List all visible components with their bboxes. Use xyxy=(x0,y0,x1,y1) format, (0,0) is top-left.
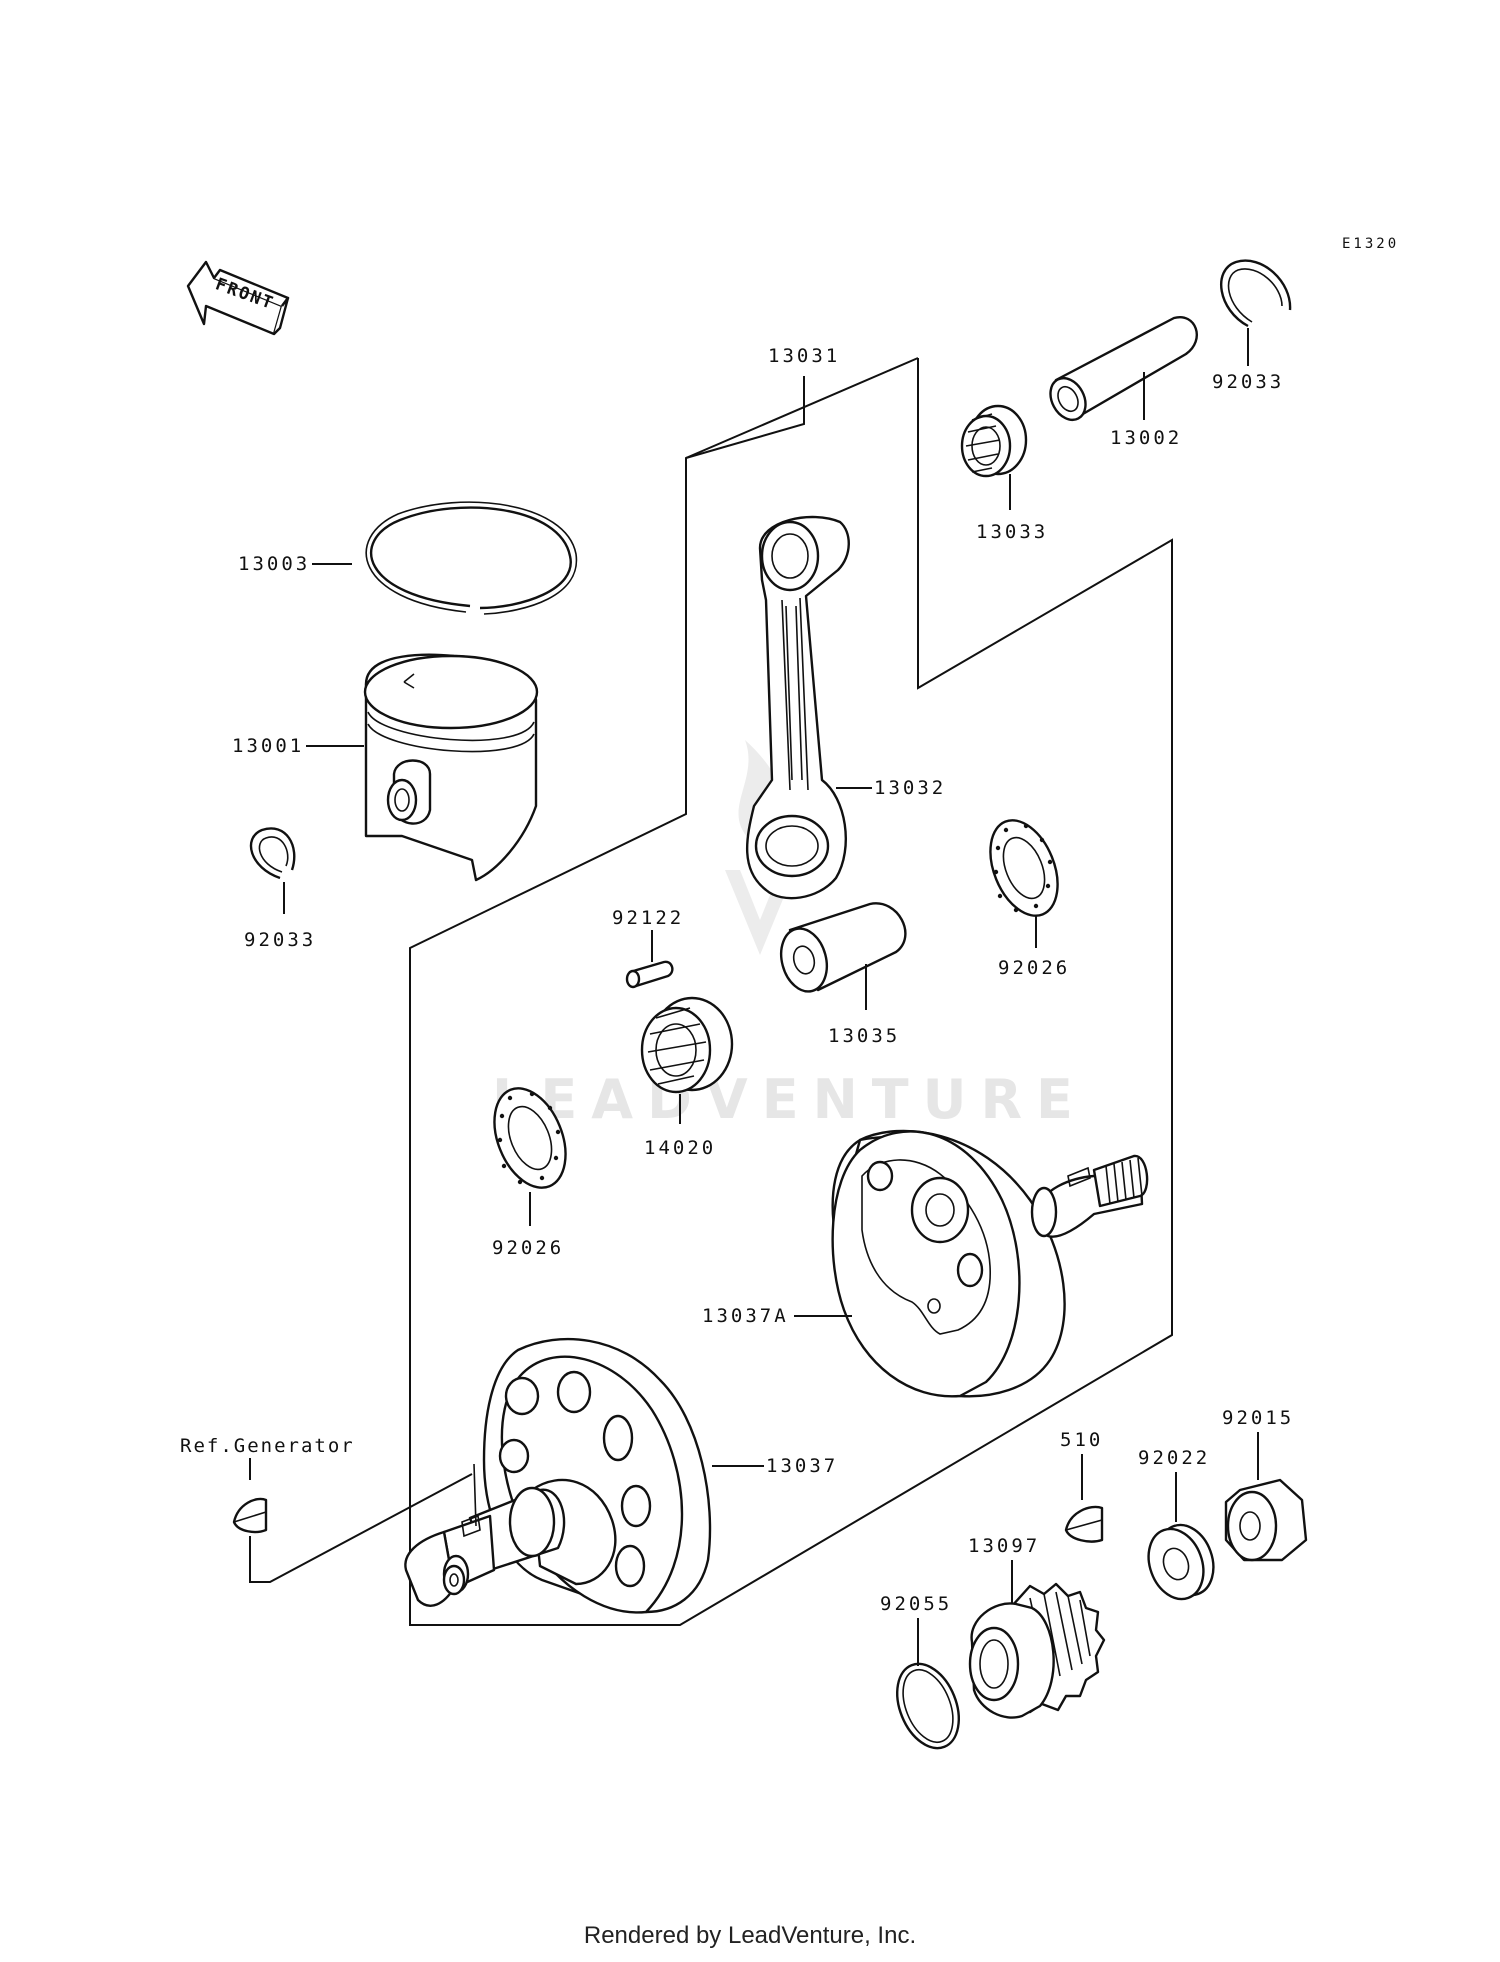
part-label-13035: 13035 xyxy=(828,1025,900,1047)
part-label-14020: 14020 xyxy=(644,1137,716,1159)
part-label-13097: 13097 xyxy=(968,1535,1040,1557)
ref-generator-label: Ref.Generator xyxy=(180,1435,355,1457)
small-end-bearing xyxy=(960,404,1028,478)
part-label-92122: 92122 xyxy=(612,907,684,929)
crankshaft-right xyxy=(831,1129,1149,1398)
part-label-13002: 13002 xyxy=(1110,427,1182,449)
nut xyxy=(1224,1478,1308,1562)
thrust-washer-right xyxy=(989,819,1059,917)
part-label-13001: 13001 xyxy=(232,735,304,757)
part-label-13037A: 13037A xyxy=(702,1305,789,1327)
part-label-13033: 13033 xyxy=(976,521,1048,543)
part-label-92033-top: 92033 xyxy=(1212,371,1284,393)
dowel-pin xyxy=(625,960,674,989)
part-label-92033-left: 92033 xyxy=(244,929,316,951)
piston-ring xyxy=(365,501,578,615)
piston xyxy=(363,653,539,882)
crankshaft-left xyxy=(404,1337,712,1614)
piston-pin-clip-top xyxy=(1220,259,1292,328)
connecting-rod xyxy=(746,515,850,900)
part-label-92055: 92055 xyxy=(880,1593,952,1615)
o-ring xyxy=(896,1662,960,1750)
watermark: LEADVENTURE xyxy=(492,740,1087,1131)
crank-pin xyxy=(779,902,907,993)
part-label-510: 510 xyxy=(1060,1429,1103,1451)
piston-pin-clip-left xyxy=(249,827,296,880)
watermark-text: LEADVENTURE xyxy=(492,1068,1087,1131)
big-end-bearing xyxy=(640,996,734,1094)
collar xyxy=(1147,1523,1215,1601)
part-label-92026-left: 92026 xyxy=(492,1237,564,1259)
part-label-92015: 92015 xyxy=(1222,1407,1294,1429)
woodruff-key xyxy=(1064,1505,1104,1543)
part-label-13031: 13031 xyxy=(768,345,840,367)
part-label-13003: 13003 xyxy=(238,553,310,575)
piston-pin xyxy=(1049,316,1198,422)
woodruff-key-generator xyxy=(232,1497,268,1534)
part-label-92026-right: 92026 xyxy=(998,957,1070,979)
part-label-92022: 92022 xyxy=(1138,1447,1210,1469)
footer-credit: Rendered by LeadVenture, Inc. xyxy=(583,1922,917,1949)
part-label-13037: 13037 xyxy=(766,1455,838,1477)
conrod-group-outline xyxy=(409,357,1173,1626)
crankshaft-gear xyxy=(968,1582,1106,1719)
part-label-13032: 13032 xyxy=(874,777,946,799)
thrust-washer-left xyxy=(493,1087,567,1189)
front-arrow-icon: FRONT xyxy=(186,260,290,336)
diagram-code: E1320 xyxy=(1342,236,1399,252)
